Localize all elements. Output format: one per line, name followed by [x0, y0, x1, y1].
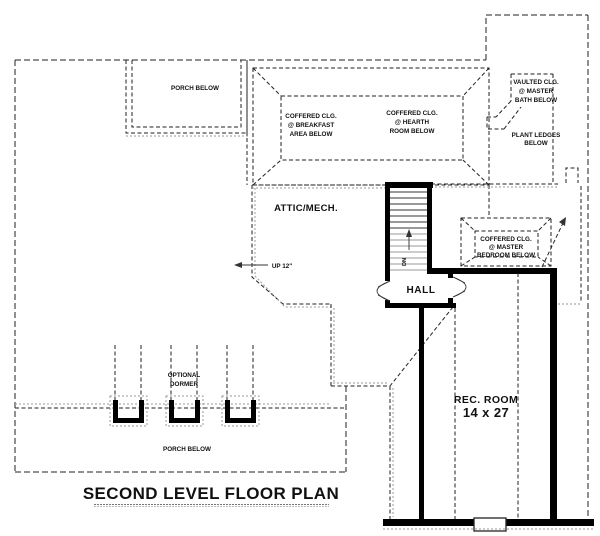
porch-bottom-label: PORCH BELOW	[163, 446, 211, 453]
svg-text:BELOW: BELOW	[524, 140, 547, 147]
roof-valley-line	[389, 306, 454, 387]
svg-text:OPTIONAL: OPTIONAL	[168, 372, 201, 379]
dn-arrow-head	[406, 229, 412, 237]
mid-boundary	[330, 304, 454, 519]
optional-dormer-label: OPTIONAL DORMER	[168, 372, 201, 388]
coffered-breakfast-hearth: COFFERED CLG. @ BREAKFAST AREA BELOW COF…	[252, 67, 490, 218]
svg-text:@ HEARTH: @ HEARTH	[395, 119, 430, 126]
chimney-box	[565, 167, 579, 183]
dormer-3	[221, 345, 260, 427]
attic-mech-label: ATTIC/MECH.	[274, 203, 338, 214]
porch-roof-lines	[15, 403, 346, 409]
hall-right-door	[452, 276, 467, 298]
coffered-master-bedroom: COFFERED CLG. @ MASTER BEDROOM BELOW	[460, 217, 552, 267]
up-label: UP 12"	[272, 263, 292, 270]
rec-room-label: REC. ROOM	[454, 394, 518, 406]
stair-top-wall	[385, 182, 433, 188]
hall: HALL	[376, 274, 467, 308]
svg-text:COFFERED CLG.: COFFERED CLG.	[480, 236, 532, 243]
rec-room-bottom-wall	[383, 519, 474, 526]
attic-mech-area: ATTIC/MECH. UP 12"	[234, 183, 558, 308]
rec-room-top-wall	[427, 268, 557, 274]
hall-bottom-wall	[385, 303, 456, 308]
svg-text:BATH BELOW: BATH BELOW	[515, 97, 557, 104]
dn-annotation: DN	[402, 229, 412, 266]
stair-right-wall	[427, 182, 432, 272]
up-arrow-head	[234, 262, 242, 268]
svg-text:PLANT LEDGES: PLANT LEDGES	[512, 132, 561, 139]
dn-label: DN	[402, 258, 408, 266]
dormers: OPTIONAL DORMER	[109, 345, 260, 427]
hearth-room-label: COFFERED CLG. @ HEARTH ROOM BELOW	[386, 110, 438, 135]
plant-ledges-label: PLANT LEDGES BELOW	[512, 132, 561, 147]
porch-top-label: PORCH BELOW	[171, 85, 219, 92]
outer-boundary	[14, 14, 589, 524]
stair-left-wall	[385, 182, 390, 281]
master-bedroom-label: COFFERED CLG. @ MASTER BEDROOM BELOW	[477, 236, 535, 259]
breakfast-area-label: COFFERED CLG. @ BREAKFAST AREA BELOW	[285, 113, 337, 138]
porch-below-top: PORCH BELOW	[125, 60, 250, 185]
master-bath-vaulted-area: VAULTED CLG. @ MASTER BATH BELOW PLANT L…	[486, 73, 561, 183]
rec-room-size: 14 x 27	[463, 405, 509, 420]
svg-text:@ MASTER: @ MASTER	[489, 244, 524, 251]
dormer-1	[109, 345, 148, 427]
plant-ledge-band	[486, 100, 522, 130]
rec-room-right-wall	[550, 268, 557, 524]
vaulted-bath-label: VAULTED CLG. @ MASTER BATH BELOW	[513, 79, 559, 104]
plan-title-text: SECOND LEVEL FLOOR PLAN	[83, 484, 339, 503]
hall-label: HALL	[406, 285, 435, 296]
svg-text:BEDROOM BELOW: BEDROOM BELOW	[477, 252, 535, 259]
svg-text:AREA BELOW: AREA BELOW	[290, 131, 333, 138]
svg-text:ROOM BELOW: ROOM BELOW	[390, 128, 435, 135]
up-annotation: UP 12"	[234, 262, 292, 270]
svg-text:@ MASTER: @ MASTER	[519, 88, 554, 95]
svg-text:@ BREAKFAST: @ BREAKFAST	[288, 122, 335, 129]
rec-room-bottom-wall	[506, 519, 594, 526]
stairs: DN	[385, 182, 433, 308]
hall-left-door	[376, 280, 391, 302]
svg-text:DORMER: DORMER	[170, 381, 198, 388]
svg-text:COFFERED CLG.: COFFERED CLG.	[386, 110, 438, 117]
stair-treads	[390, 191, 427, 271]
svg-text:COFFERED CLG.: COFFERED CLG.	[285, 113, 337, 120]
slope-arrow-line	[541, 220, 565, 268]
rec-room-left-wall	[419, 308, 424, 519]
window	[473, 517, 507, 532]
plan-title: SECOND LEVEL FLOOR PLAN	[83, 484, 339, 507]
rec-room: REC. ROOM 14 x 27	[383, 268, 594, 532]
right-side-lines	[541, 167, 582, 305]
slope-arrow-head	[559, 217, 566, 226]
svg-text:VAULTED CLG.: VAULTED CLG.	[513, 79, 559, 86]
dormer-2	[165, 345, 204, 427]
